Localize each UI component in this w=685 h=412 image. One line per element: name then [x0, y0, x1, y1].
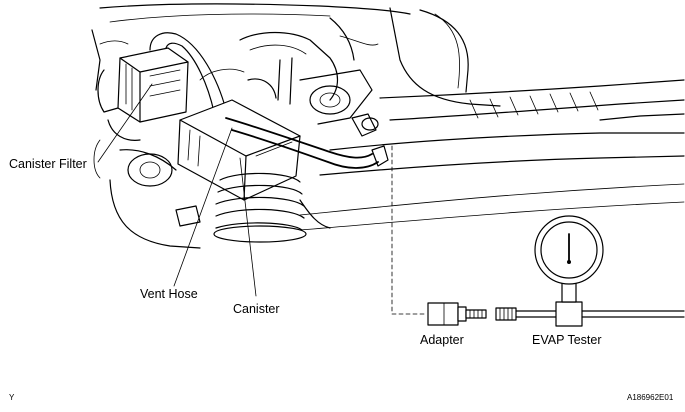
adapter-fitting-icon — [427, 302, 487, 326]
lower-structure — [93, 139, 331, 249]
dashed-connection — [391, 145, 427, 315]
label-canister-filter: Canister Filter — [9, 157, 87, 171]
label-vent-hose: Vent Hose — [140, 287, 198, 301]
label-canister: Canister — [233, 302, 280, 316]
label-evap-tester: EVAP Tester — [532, 333, 602, 347]
label-adapter: Adapter — [420, 333, 464, 347]
canister-filter-part — [97, 47, 189, 141]
hose-upper — [149, 32, 227, 113]
corner-mark: Y — [9, 393, 15, 402]
frame-rail — [299, 79, 685, 231]
figure-code: A186962E01 — [627, 393, 674, 402]
leader-lines — [97, 83, 257, 297]
engine-components — [199, 31, 379, 137]
evap-tester-assembly — [495, 281, 685, 327]
vent-hose — [225, 117, 389, 169]
canister-part — [177, 99, 301, 201]
pressure-gauge-icon — [534, 215, 604, 285]
suspension-spring — [213, 172, 307, 243]
